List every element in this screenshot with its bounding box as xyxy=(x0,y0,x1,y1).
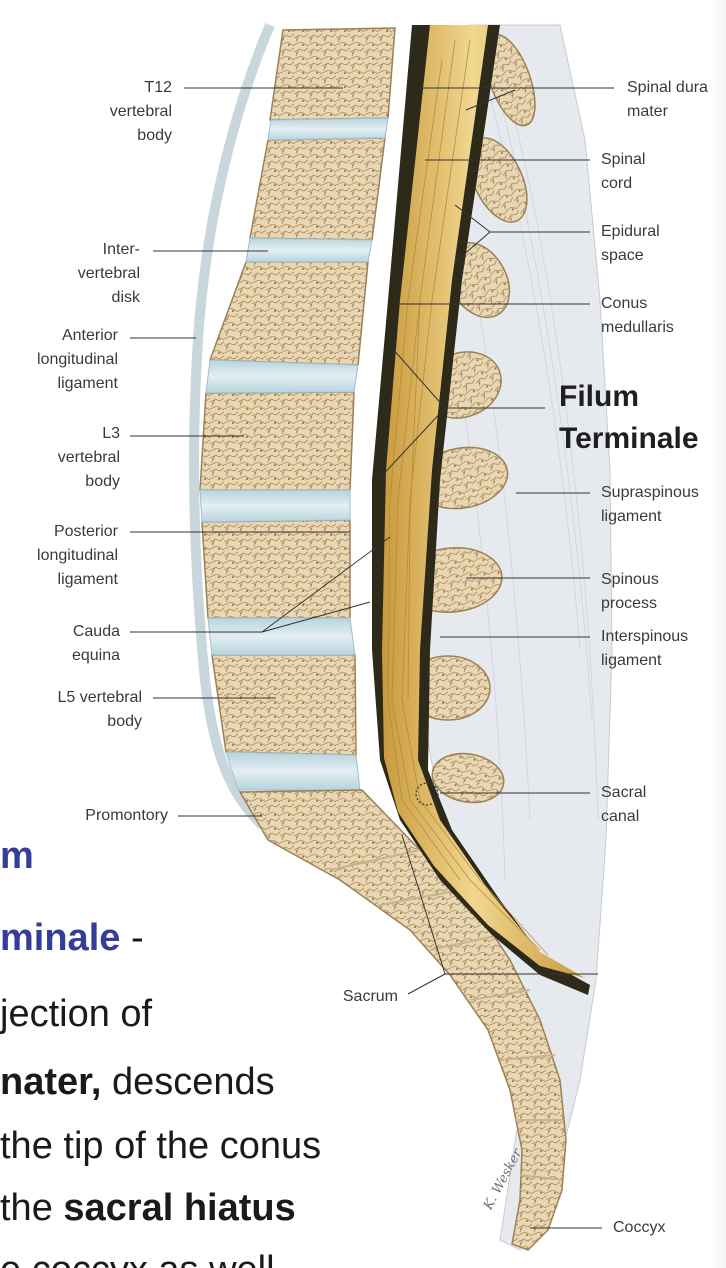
vertebral-bodies xyxy=(199,27,396,756)
label-filum-terminale: Filum Terminale xyxy=(559,380,699,455)
label-posterior-longitudinal-ligament: Posterior longitudinal ligament xyxy=(37,523,118,588)
label-t12-vertebral-body: T12 vertebral body xyxy=(109,79,172,144)
label-cauda-equina: Cauda equina xyxy=(71,623,120,664)
overlay-the: the xyxy=(0,1187,64,1229)
label-promontory: Promontory xyxy=(85,807,168,824)
overlay-line-3: jection of xyxy=(0,993,153,1035)
overlay-bold-mater: nater, xyxy=(0,1061,102,1103)
overlay-dash: - xyxy=(120,917,144,959)
leader-lines-right xyxy=(377,87,614,1229)
overlay-term: minale xyxy=(0,917,121,959)
label-anterior-longitudinal-ligament: Anterior longitudinal ligament xyxy=(37,327,118,392)
label-coccyx: Coccyx xyxy=(613,1219,666,1236)
overlay-line-7: e coccyx as well xyxy=(0,1240,275,1268)
label-interspinous-ligament: Interspinous ligament xyxy=(601,628,689,669)
page-edge-shadow xyxy=(708,0,726,1268)
overlay-line-6: the sacral hiatus xyxy=(0,1178,296,1238)
label-supraspinous-ligament: Supraspinous ligament xyxy=(601,484,699,525)
overlay-line-4: nater, descends xyxy=(0,1052,275,1112)
overlay-line-2: minale - xyxy=(0,908,144,968)
overlay-line-1-text: m xyxy=(0,835,34,877)
label-l5-vertebral-body: L5 vertebral body xyxy=(57,689,143,730)
intervertebral-disks xyxy=(199,117,389,791)
spinal-cord xyxy=(382,25,585,978)
label-spinal-cord: Spinal cord xyxy=(601,151,646,192)
label-sacral-canal: Sacral canal xyxy=(601,784,647,825)
overlay-line-1: m xyxy=(0,826,34,886)
sacral-canal-marker xyxy=(415,782,439,806)
label-sacrum: Sacrum xyxy=(342,988,398,1005)
anterior-ligament xyxy=(189,23,275,829)
label-intervertebral-disk: Inter- vertebral disk xyxy=(77,241,140,306)
leader-lines-left xyxy=(130,87,598,995)
label-spinal-dura-mater: Spinal dura mater xyxy=(627,79,708,120)
label-conus-medullaris: Conus medullaris xyxy=(601,295,674,336)
label-spinous-process: Spinous process xyxy=(601,571,659,612)
label-l3-vertebral-body: L3 vertebral body xyxy=(57,425,120,490)
overlay-sacral-hiatus: sacral hiatus xyxy=(63,1187,296,1229)
overlay-descends: descends xyxy=(101,1061,275,1103)
label-epidural-space: Epidural space xyxy=(601,223,660,264)
overlay-line-5: the tip of the conus xyxy=(0,1125,322,1167)
